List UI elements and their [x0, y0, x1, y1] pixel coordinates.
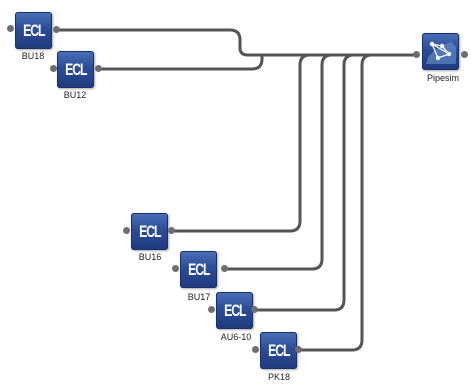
node-label-bu18: BU18: [21, 51, 45, 61]
bu17-output-port[interactable]: [221, 265, 228, 272]
ecl-node-bu17[interactable]: ECL: [180, 251, 217, 288]
pipesim-output-port[interactable]: [461, 51, 468, 58]
node-label-pk18: PK18: [267, 372, 291, 382]
bu18-output-port[interactable]: [53, 26, 60, 33]
ecl-node-text: ECL: [267, 340, 290, 360]
au610-input-port[interactable]: [208, 306, 215, 313]
node-label-pipesim: Pipesim: [426, 73, 459, 83]
bu12-output-port[interactable]: [95, 65, 102, 72]
ecl-node-bu16[interactable]: ECL: [131, 213, 168, 250]
wire-bu12: [100, 53, 264, 71]
ecl-node-bu18[interactable]: ECL: [15, 12, 52, 49]
network-graph-icon: [426, 41, 456, 64]
bu17-input-port[interactable]: [172, 265, 179, 272]
ecl-node-au6-10[interactable]: ECL: [216, 292, 253, 329]
bu12-input-port[interactable]: [50, 65, 57, 72]
pk18-input-port[interactable]: [252, 346, 259, 353]
node-label-bu16: BU16: [138, 252, 162, 262]
ecl-node-bu12[interactable]: ECL: [57, 51, 94, 88]
wire-bu18: [58, 28, 417, 57]
wire-au610: [256, 53, 356, 312]
node-label-bu17: BU17: [187, 292, 211, 302]
ecl-node-pk18[interactable]: ECL: [260, 332, 297, 369]
au610-output-port[interactable]: [251, 306, 258, 313]
node-label-au6-10: AU6-10: [220, 332, 252, 342]
bu16-input-port[interactable]: [123, 227, 130, 234]
wire-bu17: [226, 53, 334, 271]
bu16-output-port[interactable]: [168, 227, 175, 234]
ecl-node-text: ECL: [22, 20, 45, 40]
wire-pk18: [300, 53, 374, 352]
ecl-node-text: ECL: [138, 221, 161, 241]
bu18-input-port[interactable]: [7, 25, 14, 32]
pipesim-input-port[interactable]: [413, 51, 420, 58]
wire-bu16: [173, 53, 312, 233]
ecl-node-text: ECL: [64, 59, 87, 79]
node-label-bu12: BU12: [63, 90, 87, 100]
pipesim-node[interactable]: [422, 33, 459, 70]
pk18-output-port[interactable]: [295, 346, 302, 353]
ecl-node-text: ECL: [187, 259, 210, 279]
ecl-node-text: ECL: [223, 300, 246, 320]
